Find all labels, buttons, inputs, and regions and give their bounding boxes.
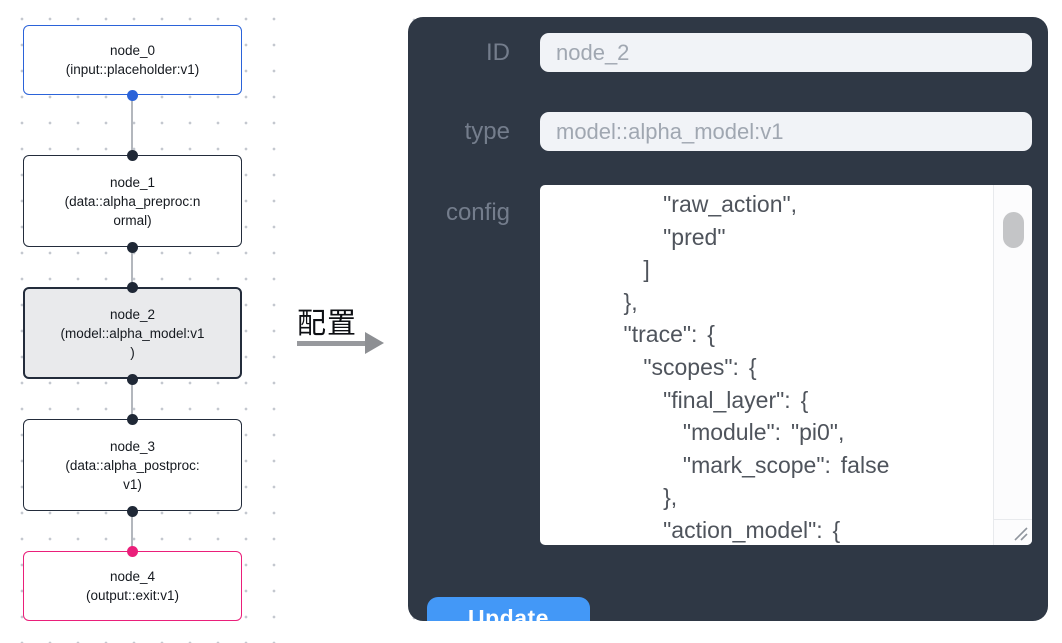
- node-handle-node_4-top[interactable]: [127, 546, 138, 557]
- scrollbar-thumb[interactable]: [1003, 212, 1024, 248]
- resize-handle-icon[interactable]: [993, 519, 1032, 545]
- id-field-label: ID: [486, 39, 510, 66]
- graph-node-node_0[interactable]: node_0 (input::placeholder:v1): [23, 25, 242, 95]
- type-field-label: type: [464, 118, 510, 145]
- config-field-label: config: [445, 199, 510, 226]
- graph-node-node_4[interactable]: node_4 (output::exit:v1): [23, 551, 242, 621]
- update-button[interactable]: Update: [427, 597, 590, 621]
- arrow-right-icon-head: [365, 332, 384, 354]
- node-handle-node_2-top[interactable]: [127, 282, 138, 293]
- graph-node-node_1[interactable]: node_1 (data::alpha_preproc:n ormal): [23, 155, 242, 247]
- graph-node-node_2-selected[interactable]: node_2 (model::alpha_model:v1 ): [23, 287, 242, 379]
- arrow-right-icon: [297, 341, 367, 346]
- node-handle-node_0-bottom[interactable]: [127, 90, 138, 101]
- type-field-input[interactable]: [540, 112, 1032, 151]
- node-handle-node_1-top[interactable]: [127, 150, 138, 161]
- config-scrollbar[interactable]: [993, 185, 1032, 519]
- pipeline-canvas: node_0 (input::placeholder:v1) node_1 (d…: [0, 0, 278, 643]
- config-editor[interactable]: "raw_action", "pred" ] }, "trace": { "sc…: [540, 185, 1032, 545]
- node-handle-node_2-bottom[interactable]: [127, 374, 138, 385]
- id-field-input[interactable]: [540, 33, 1032, 72]
- node-handle-node_1-bottom[interactable]: [127, 242, 138, 253]
- graph-node-node_3[interactable]: node_3 (data::alpha_postproc: v1): [23, 419, 242, 511]
- node-handle-node_3-top[interactable]: [127, 414, 138, 425]
- config-panel: ID type config "raw_action", "pred" ] },…: [408, 17, 1048, 621]
- config-editor-text[interactable]: "raw_action", "pred" ] }, "trace": { "sc…: [623, 191, 890, 543]
- annotation-label: 配置: [297, 308, 358, 340]
- node-handle-node_3-bottom[interactable]: [127, 506, 138, 517]
